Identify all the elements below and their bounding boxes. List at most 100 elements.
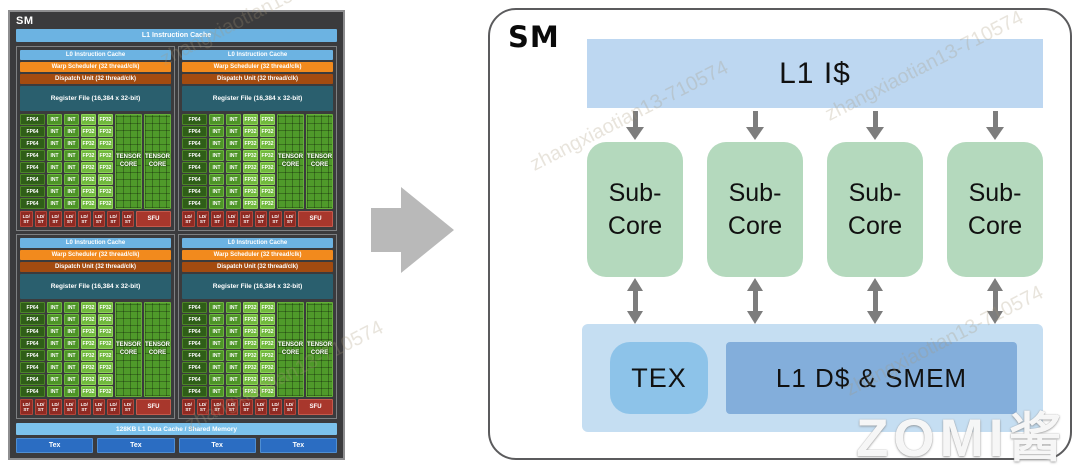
fp64-unit: FP64 — [182, 362, 208, 373]
fp64-unit: FP64 — [182, 338, 208, 349]
down-arrows-row — [587, 110, 1043, 141]
arrow-slot — [587, 110, 683, 141]
int-unit: INT — [226, 302, 242, 313]
int-unit: INT — [47, 386, 62, 397]
fp32-unit: FP32 — [98, 186, 113, 197]
load-store-unit: LD/ST — [240, 399, 253, 415]
int-unit: INT — [64, 362, 79, 373]
sfu-unit: SFU — [298, 211, 334, 227]
subcore-block: Sub-Core — [587, 142, 683, 277]
fp32-unit: FP32 — [260, 198, 276, 209]
fp64-unit: FP64 — [20, 338, 45, 349]
l0-instruction-cache-bar: L0 Instruction Cache — [182, 50, 334, 60]
fp32-unit: FP32 — [98, 362, 113, 373]
fp32-unit: FP32 — [260, 114, 276, 125]
int-unit: INT — [64, 302, 79, 313]
fp64-unit: FP64 — [20, 326, 45, 337]
fp32-unit: FP32 — [98, 386, 113, 397]
arrow-slot — [827, 278, 923, 324]
int-unit: INT — [226, 138, 242, 149]
load-store-unit: LD/ST — [49, 211, 62, 227]
load-store-unit: LD/ST — [121, 211, 134, 227]
fp32-unit: FP32 — [81, 302, 96, 313]
subcore-block: Sub-Core — [947, 142, 1043, 277]
fp32-unit: FP32 — [81, 150, 96, 161]
fp64-unit: FP64 — [20, 198, 45, 209]
int-unit: INT — [47, 150, 62, 161]
fp64-unit: FP64 — [182, 350, 208, 361]
fp64-unit: FP64 — [20, 386, 45, 397]
fp32-unit: FP32 — [98, 126, 113, 137]
int-unit: INT — [226, 198, 242, 209]
dispatch-unit-bar: Dispatch Unit (32 thread/clk) — [20, 74, 172, 84]
fp32-unit: FP32 — [81, 126, 96, 137]
arrow-head-down — [867, 311, 883, 324]
fp32-unit: FP32 — [81, 138, 96, 149]
int-unit: INT — [209, 362, 225, 373]
fp32-unit: FP32 — [98, 374, 113, 385]
fp32-unit: FP32 — [260, 126, 276, 137]
load-store-unit: LD/ST — [182, 211, 195, 227]
warp-scheduler-bar: Warp Scheduler (32 thread/clk) — [182, 62, 334, 72]
int-unit: INT — [64, 374, 79, 385]
load-store-unit: LD/ST — [283, 399, 297, 415]
int-unit: INT — [226, 174, 242, 185]
sfu-unit: SFU — [136, 211, 171, 227]
fp32-unit: FP32 — [243, 114, 259, 125]
arrow-head-down — [627, 311, 643, 324]
warp-scheduler-bar: Warp Scheduler (32 thread/clk) — [20, 62, 172, 72]
fp64-unit: FP64 — [20, 362, 45, 373]
register-file-bar: Register File (16,384 x 32-bit) — [20, 86, 172, 111]
load-store-unit: LD/ST — [78, 399, 91, 415]
fp32-unit: FP32 — [260, 174, 276, 185]
fp64-unit: FP64 — [182, 186, 208, 197]
arrow-head-down — [987, 311, 1003, 324]
down-arrow-icon — [986, 111, 1004, 140]
fp32-unit: FP32 — [260, 150, 276, 161]
fp32-unit: FP32 — [98, 162, 113, 173]
int-unit: INT — [209, 302, 225, 313]
arrow-shaft — [992, 111, 998, 127]
fp32-unit: FP32 — [81, 386, 96, 397]
l0-instruction-cache-bar: L0 Instruction Cache — [20, 50, 172, 60]
int-unit: INT — [226, 326, 242, 337]
fp32-unit: FP32 — [260, 350, 276, 361]
fp32-unit: FP32 — [98, 326, 113, 337]
arrow-slot — [707, 110, 803, 141]
load-store-unit: LD/ST — [107, 211, 120, 227]
arrow-shaft — [632, 291, 638, 311]
int-unit: INT — [226, 374, 242, 385]
fp32-unit: FP32 — [98, 350, 113, 361]
fp32-unit: FP32 — [243, 374, 259, 385]
int-unit: INT — [209, 386, 225, 397]
fp64-unit: FP64 — [182, 302, 208, 313]
load-store-unit: LD/ST — [121, 399, 134, 415]
load-store-unit: LD/ST — [107, 399, 120, 415]
tex-block: TEX — [610, 342, 708, 414]
fp64-unit: FP64 — [20, 174, 45, 185]
int-unit: INT — [64, 386, 79, 397]
int-unit: INT — [209, 198, 225, 209]
int-unit: INT — [209, 314, 225, 325]
subcore-label: Sub-Core — [607, 179, 663, 240]
int-unit: INT — [226, 186, 242, 197]
fp32-unit: FP32 — [81, 314, 96, 325]
int-unit: INT — [226, 114, 242, 125]
fp32-unit: FP32 — [98, 198, 113, 209]
